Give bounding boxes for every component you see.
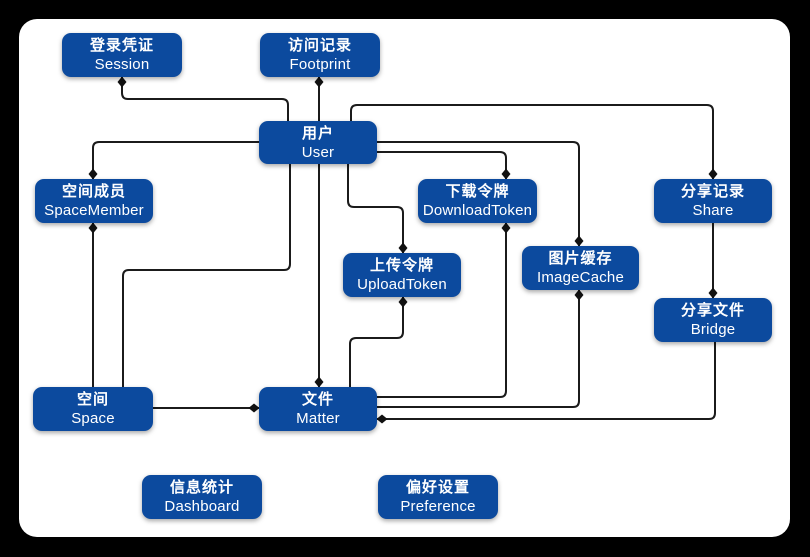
node-share-label-en: Share: [692, 202, 734, 219]
node-space-label-en: Space: [71, 410, 115, 427]
diamond-download-token-top: [501, 168, 511, 180]
node-image-cache: 图片缓存 ImageCache: [522, 246, 639, 290]
diamond-bridge-top: [708, 287, 718, 299]
node-bridge-label-en: Bridge: [690, 321, 736, 338]
node-preference: 偏好设置 Preference: [378, 475, 498, 519]
node-dashboard: 信息统计 Dashboard: [142, 475, 262, 519]
node-download-token-label-zh: 下载令牌: [445, 183, 510, 200]
node-matter: 文件 Matter: [259, 387, 377, 431]
edge-download-token-matter: [377, 223, 507, 398]
node-space-member-label-zh: 空间成员: [61, 183, 126, 200]
node-footprint-label-zh: 访问记录: [287, 37, 352, 54]
node-user-label-zh: 用户: [301, 124, 334, 142]
node-dashboard-label-zh: 信息统计: [169, 479, 234, 496]
edge-upload-token-matter: [349, 297, 404, 387]
node-upload-token-label-en: UploadToken: [357, 276, 447, 293]
edge-user-download-token: [377, 151, 507, 179]
diamond-session-bottom: [117, 76, 127, 88]
diamond-share-top: [708, 168, 718, 180]
edge-user-image-cache: [377, 141, 580, 246]
node-session-label-zh: 登录凭证: [89, 37, 154, 54]
edge-user-space-member: [92, 141, 259, 179]
edge-user-share: [350, 104, 714, 179]
node-footprint-label-en: Footprint: [289, 56, 351, 73]
node-upload-token-label-zh: 上传令牌: [369, 257, 434, 274]
node-dashboard-label-en: Dashboard: [164, 498, 240, 515]
node-image-cache-label-zh: 图片缓存: [548, 250, 613, 267]
diamond-matter-right: [376, 414, 388, 424]
diamond-download-token-bottom: [501, 222, 511, 234]
node-footprint: 访问记录 Footprint: [260, 33, 380, 77]
node-download-token: 下载令牌 DownloadToken: [418, 179, 537, 223]
node-share: 分享记录 Share: [654, 179, 772, 223]
diamond-matter-left: [248, 403, 260, 413]
node-share-label-zh: 分享记录: [680, 183, 745, 200]
edge-user-space: [122, 164, 291, 387]
node-space-label-zh: 空间: [76, 391, 109, 408]
node-space-member: 空间成员 SpaceMember: [35, 179, 153, 223]
node-preference-label-en: Preference: [400, 498, 476, 515]
node-matter-label-zh: 文件: [301, 391, 334, 408]
diamond-space-member-top: [88, 168, 98, 180]
node-bridge: 分享文件 Bridge: [654, 298, 772, 342]
edge-session-user: [121, 77, 289, 121]
node-space-member-label-en: SpaceMember: [44, 202, 144, 219]
node-bridge-label-zh: 分享文件: [680, 302, 745, 319]
node-session-label-en: Session: [94, 56, 150, 73]
node-download-token-label-en: DownloadToken: [422, 202, 533, 219]
node-space: 空间 Space: [33, 387, 153, 431]
diamond-image-cache-top: [574, 235, 584, 247]
diamond-footprint-bottom: [314, 76, 324, 88]
node-upload-token: 上传令牌 UploadToken: [343, 253, 461, 297]
node-user-label-en: User: [301, 143, 335, 161]
diamond-image-cache-bottom: [574, 289, 584, 301]
edge-bridge-matter: [377, 342, 716, 420]
edge-user-upload-token: [347, 164, 404, 253]
node-session: 登录凭证 Session: [62, 33, 182, 77]
diamond-space-member-bottom: [88, 222, 98, 234]
node-image-cache-label-en: ImageCache: [536, 269, 625, 286]
diamond-matter-top: [314, 376, 324, 388]
edge-image-cache-matter: [377, 290, 580, 408]
node-preference-label-zh: 偏好设置: [405, 479, 470, 496]
diamond-upload-token-bottom: [398, 296, 408, 308]
node-matter-label-en: Matter: [296, 410, 340, 427]
diamond-upload-token-top: [398, 242, 408, 254]
node-user: 用户 User: [259, 121, 377, 164]
